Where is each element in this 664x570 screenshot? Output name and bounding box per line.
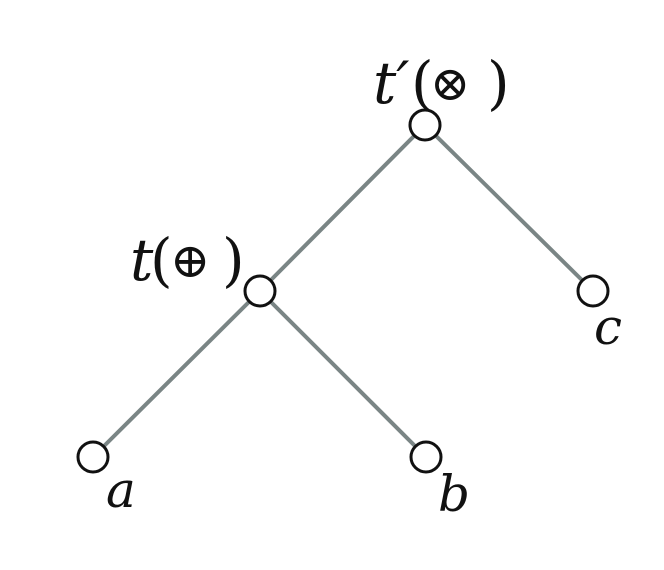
inner-name: t	[130, 226, 154, 294]
root-name: t′	[373, 49, 409, 117]
root-label: t′ ( ⊗ )	[373, 49, 510, 117]
leaf-label-c: c	[594, 298, 622, 356]
inner-open-paren: (	[150, 226, 173, 294]
inner-op-symbol: ⊕	[170, 233, 210, 289]
node-leaf-b	[409, 440, 443, 474]
leaf-label-b: b	[438, 465, 470, 523]
root-open-paren: (	[411, 49, 434, 117]
node-leaf-a	[76, 440, 110, 474]
edge-inner-a	[91, 289, 262, 459]
root-close-paren: )	[487, 49, 510, 117]
node-inner	[243, 274, 277, 308]
root-op-symbol: ⊗	[430, 56, 470, 112]
edge-inner-b	[258, 289, 428, 459]
node-leaf-c	[576, 274, 610, 308]
leaf-label-a: a	[106, 461, 136, 519]
edge-root-c	[423, 123, 595, 293]
edge-root-inner	[258, 123, 427, 293]
node-root	[408, 108, 442, 142]
inner-close-paren: )	[222, 226, 245, 294]
inner-label: t ( ⊕ )	[130, 226, 245, 294]
